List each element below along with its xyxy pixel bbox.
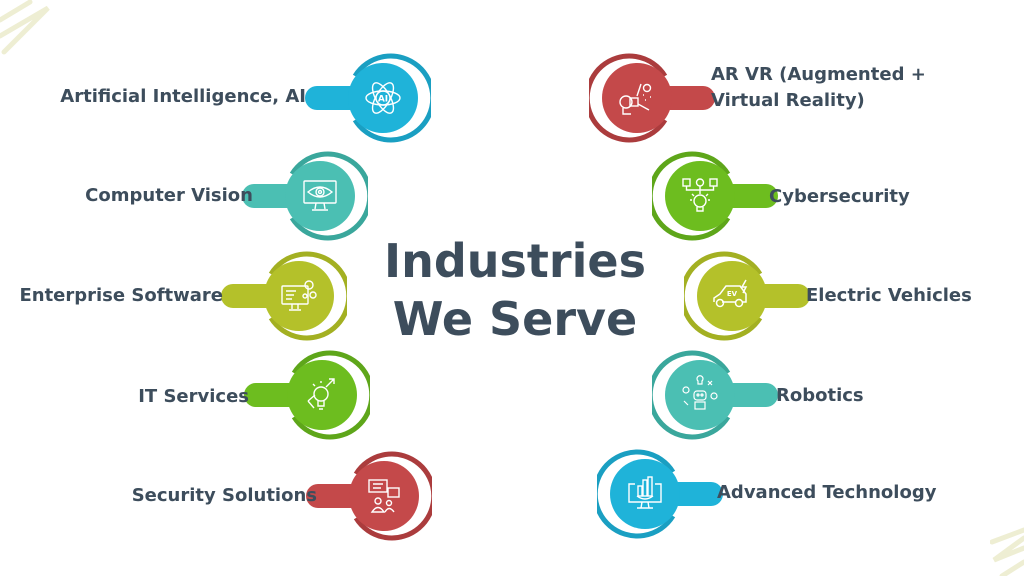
industry-label-enterprise-software: Enterprise Software (19, 285, 223, 306)
node-disc (349, 461, 419, 531)
industry-node-ai: AI (305, 50, 431, 146)
node-disc (348, 63, 418, 133)
page-title: Industries We Serve (370, 232, 660, 348)
lightbulb-arrow-icon (307, 378, 335, 410)
ring-arc (291, 350, 370, 440)
monitor-eye-icon (303, 180, 337, 211)
svg-text:EV: EV (727, 290, 738, 298)
label-line-1: AR VR (Augmented + (711, 64, 926, 85)
ring-arc (352, 53, 431, 143)
industry-label-ar-vr: AR VR (Augmented + Virtual Reality) (711, 62, 926, 114)
industry-node-electric-vehicles: EV (684, 248, 810, 344)
node-disc (665, 360, 735, 430)
lightbulb-network-icon (682, 178, 718, 212)
industry-label-advanced-technology: Advanced Technology (717, 482, 937, 503)
ring-arc (589, 53, 668, 143)
scribble-decoration-bottom-right (990, 527, 1024, 576)
node-disc (610, 459, 680, 529)
ring-arc (684, 251, 763, 341)
robot-icon (682, 375, 718, 410)
industry-label-robotics: Robotics (776, 385, 864, 406)
ring-arc (597, 449, 676, 539)
node-disc (697, 261, 767, 331)
label-line-2: Virtual Reality) (711, 90, 865, 111)
people-chat-icon (368, 479, 400, 513)
ai-atom-icon: AI (365, 82, 401, 114)
ev-car-icon: EV (713, 279, 748, 308)
industry-label-it-services: IT Services (138, 386, 249, 407)
node-disc (264, 261, 334, 331)
ring-arc (652, 350, 731, 440)
scribble-decoration-top-left (0, 0, 50, 55)
industry-node-cybersecurity (652, 148, 778, 244)
industry-node-robotics (652, 347, 778, 443)
title-line-1: Industries (384, 234, 646, 288)
node-disc (665, 161, 735, 231)
industry-node-computer-vision (242, 148, 368, 244)
ring-arc (268, 251, 347, 341)
industry-node-it-services (244, 347, 370, 443)
svg-text:AI: AI (378, 95, 388, 105)
monitor-gears-icon (281, 280, 317, 311)
ring-arc (289, 151, 368, 241)
industry-label-electric-vehicles: Electric Vehicles (806, 285, 972, 306)
node-disc (287, 360, 357, 430)
industry-label-ai: Artificial Intelligence, AI (60, 86, 306, 107)
industry-node-enterprise-software (221, 248, 347, 344)
ring-arc (652, 151, 731, 241)
industry-node-advanced-technology (597, 446, 723, 542)
monitor-chart-icon (628, 476, 662, 509)
industry-label-security-solutions: Security Solutions (131, 485, 317, 506)
vr-headset-icon (619, 83, 652, 115)
industry-node-ar-vr (589, 50, 715, 146)
industry-label-cybersecurity: Cybersecurity (769, 186, 910, 207)
title-line-2: We Serve (392, 292, 638, 346)
ring-arc (353, 451, 432, 541)
industry-label-computer-vision: Computer Vision (85, 185, 253, 206)
industry-node-security-solutions (306, 448, 432, 544)
